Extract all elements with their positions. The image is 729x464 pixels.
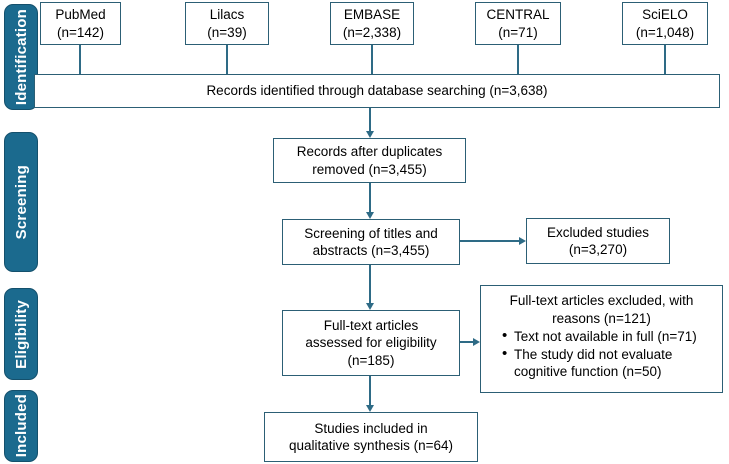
box-fulltext-assessed-line2: assessed for eligibility (305, 335, 437, 351)
arrow-fulltext-to-reasons (473, 337, 480, 346)
box-fulltext-assessed: Full-text articles assessed for eligibil… (282, 310, 460, 376)
box-excluded-with-reasons: Full-text articles excluded, with reason… (480, 285, 723, 393)
reasons-bullet-item: The study did not evaluate cognitive fun… (502, 345, 715, 381)
box-records-identified-text: Records identified through database sear… (206, 83, 548, 99)
box-studies-included-line1: Studies included in (314, 420, 428, 436)
connector-scielo-to-records (664, 45, 666, 74)
stage-label-eligibility: Eligibility (12, 299, 30, 369)
source-box-pubmed: PubMed (n=142) (40, 2, 121, 45)
reasons-bullet-item: Text not available in full (n=71) (502, 327, 715, 346)
source-box-central: CENTRAL (n=71) (475, 2, 561, 45)
connector-screening-to-fulltext (369, 265, 371, 303)
reasons-bullet-text: The study did not evaluate cognitive fun… (514, 346, 673, 380)
connector-duplicates-to-screening (369, 183, 371, 212)
connector-central-to-records (517, 45, 519, 74)
connector-fulltext-to-included (369, 376, 371, 405)
reasons-heading-line2: reasons (n=121) (552, 310, 651, 326)
source-box-scielo: SciELO (n=1,048) (622, 2, 708, 45)
connector-lilacs-to-records (226, 45, 228, 74)
arrow-records-to-duplicates (365, 131, 374, 138)
arrow-fulltext-to-included (365, 405, 374, 412)
box-excluded-studies-line2: (n=3,270) (568, 242, 628, 257)
stage-bar-eligibility: Eligibility (4, 288, 38, 380)
arrow-duplicates-to-screening (365, 212, 374, 219)
box-screening-titles-line2: abstracts (n=3,455) (312, 243, 430, 258)
box-excluded-studies-line1: Excluded studies (546, 224, 650, 240)
source-box-lilacs: Lilacs (n=39) (185, 2, 269, 45)
box-fulltext-assessed-line3: (n=185) (347, 352, 395, 368)
reasons-bullet-list: Text not available in full (n=71) The st… (488, 327, 715, 381)
source-name-scielo: SciELO (642, 7, 688, 23)
box-records-after-duplicates-line2: removed (n=3,455) (312, 161, 427, 177)
arrow-screening-to-excluded (519, 236, 526, 245)
source-name-central: CENTRAL (486, 7, 550, 23)
source-name-embase: EMBASE (343, 7, 401, 23)
connector-embase-to-records (371, 45, 373, 74)
box-fulltext-assessed-line1: Full-text articles (323, 318, 419, 334)
arrow-screening-to-fulltext (365, 303, 374, 310)
reasons-bullet-text: Text not available in full (n=71) (514, 329, 697, 345)
stage-label-included: Included (12, 394, 30, 458)
source-box-embase: EMBASE (n=2,338) (330, 2, 414, 45)
box-studies-included: Studies included in qualitative synthesi… (264, 412, 478, 462)
source-count-lilacs: (n=39) (207, 24, 247, 40)
box-screening-titles-line1: Screening of titles and (304, 225, 438, 241)
source-count-scielo: (n=1,048) (635, 24, 695, 40)
stage-label-screening: Screening (12, 164, 30, 240)
box-studies-included-line2: qualitative synthesis (n=64) (289, 438, 453, 453)
stage-bar-included: Included (4, 390, 38, 462)
box-records-identified: Records identified through database sear… (34, 74, 720, 108)
box-excluded-studies: Excluded studies (n=3,270) (526, 218, 670, 264)
stage-label-identification: Identification (12, 8, 30, 106)
connector-pubmed-to-records (79, 45, 81, 74)
box-records-after-duplicates: Records after duplicates removed (n=3,45… (273, 138, 466, 183)
source-count-embase: (n=2,338) (342, 24, 402, 40)
stage-bar-screening: Screening (4, 132, 38, 272)
box-screening-titles: Screening of titles and abstracts (n=3,4… (282, 219, 460, 265)
connector-screening-to-excluded (460, 240, 519, 242)
connector-records-to-duplicates (369, 108, 371, 132)
reasons-heading-line1: Full-text articles excluded, with (509, 293, 694, 308)
source-count-pubmed: (n=142) (57, 24, 104, 40)
box-records-after-duplicates-line1: Records after duplicates (296, 144, 443, 160)
stage-bar-identification: Identification (4, 4, 38, 110)
source-name-pubmed: PubMed (55, 7, 106, 23)
source-name-lilacs: Lilacs (209, 7, 245, 23)
source-count-central: (n=71) (498, 24, 538, 40)
connector-fulltext-to-reasons (460, 341, 473, 343)
